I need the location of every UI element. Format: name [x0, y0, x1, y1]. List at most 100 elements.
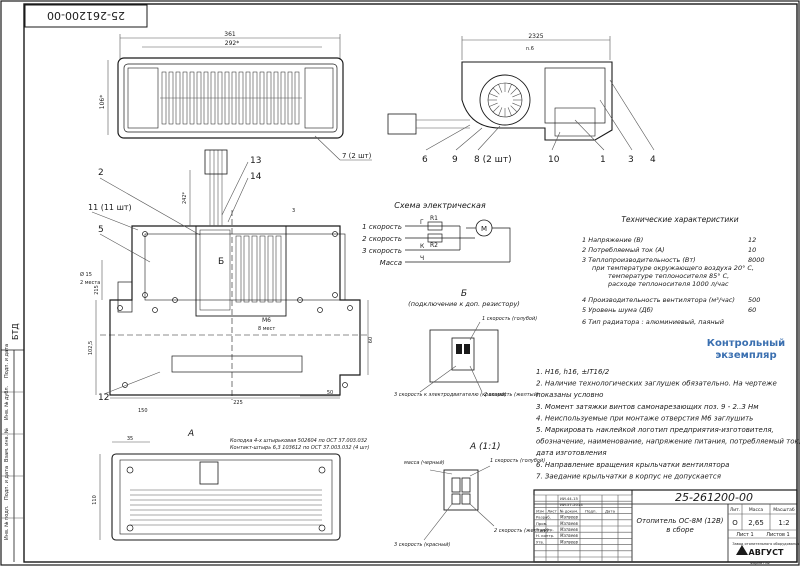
dim-150: 150 — [138, 408, 148, 414]
view-a-1to1: А (1:1) масса (черный) 1 скорость (голуб… — [394, 442, 549, 548]
dim-n6: n.6 — [526, 46, 534, 52]
side-connector — [387, 113, 417, 135]
schema-m: М — [481, 225, 487, 233]
view-b-connector — [451, 337, 475, 371]
screw-hole — [332, 231, 338, 237]
tb-role-header: Лист — [547, 508, 557, 513]
control-stamp: Контрольный экземпляр — [707, 338, 785, 361]
spec-value: 8000 — [748, 256, 765, 264]
spec-value: 10 — [748, 246, 756, 254]
screw-hole — [152, 307, 158, 313]
spec-value: 12 — [748, 236, 756, 244]
impeller-blade — [510, 87, 518, 95]
screw-hole — [117, 305, 123, 311]
fan-block — [195, 225, 287, 317]
resistor-r2 — [427, 233, 443, 243]
view-a11-title: А (1:1) — [469, 442, 501, 452]
note-line: показаны условно — [536, 391, 603, 399]
spec-label: 4 Производительность вентилятора (м³/час… — [582, 296, 735, 304]
impeller-blade — [489, 93, 498, 98]
callout-14: 14 — [250, 172, 262, 182]
left-strip-2: Подп. и дата — [4, 466, 10, 500]
dim-110: 110 — [92, 495, 98, 505]
company-logo: АВГУСТ Завод отопительного оборудования — [732, 542, 799, 557]
impeller-blade — [492, 87, 500, 95]
tb-role-header: Подп. — [585, 508, 597, 513]
side-callout: 4 — [650, 155, 656, 165]
screw-hole — [347, 305, 353, 311]
fan-fin — [235, 235, 242, 303]
dim-15: Ø 15 — [80, 271, 92, 278]
schema-k: К — [420, 243, 425, 250]
view-a11-s3: 3 скорость (красный) — [394, 542, 450, 548]
left-strip-1: Инв. № подл. — [4, 505, 10, 540]
impeller-blade — [498, 107, 503, 116]
view-a11-s1: 1 скорость (голубой) — [490, 458, 545, 464]
view-a11-connector — [443, 469, 479, 511]
view-a-label: А — [187, 429, 194, 439]
view-b-label-2: 2 скорость (желтый) — [484, 392, 539, 398]
impeller-blade — [507, 107, 512, 116]
tb-role-header: Изм — [536, 508, 544, 513]
impeller-blade — [510, 105, 518, 113]
note-line: дата изготовления — [535, 449, 607, 457]
side-callout: 9 — [452, 155, 458, 165]
left-strip-4: Инв. № дубл. — [4, 385, 10, 420]
schema-g: Г — [420, 219, 424, 226]
tb-role: Н. контр. — [536, 533, 554, 538]
view-b: Б (подключение к доп. резистору) 1 скоро… — [394, 289, 539, 398]
front-view: 225 50 102,5 215 60 242* Ø 15 2 места 15… — [80, 149, 374, 414]
screw-hole — [342, 382, 348, 388]
tech-specs: Технические характеристики 1 Напряжение … — [582, 215, 765, 326]
tb-scale: 1:2 — [778, 519, 789, 527]
impeller-blade — [492, 105, 500, 113]
tb-role-header: Дата — [605, 508, 615, 513]
dim-242: 242* — [182, 191, 188, 204]
side-callout: 1 — [600, 155, 606, 165]
fan-fin — [243, 235, 250, 303]
spec-label: 1 Напряжение (В) — [582, 236, 643, 244]
dim-50: 50 — [327, 390, 333, 396]
view-a-note-2: Контакт-штырь 6,3 103612 по ОСТ 37.003.0… — [230, 445, 369, 451]
fan-fin — [259, 235, 266, 303]
view-a11-s2: 2 скорость (желтый) — [494, 528, 549, 534]
note-line: 1. Н16, h16, ±IT16/2 — [536, 368, 610, 376]
view-a11-massa: масса (черный) — [404, 460, 445, 466]
tb-scale-h: Масштаб — [773, 507, 795, 513]
screw-hole — [142, 231, 148, 237]
note-line: обозначение, наименование, напряжение пи… — [536, 438, 800, 446]
screw-hole — [297, 297, 303, 303]
side-callout: 8 (2 шт) — [474, 155, 512, 165]
inner-frame — [23, 3, 798, 563]
dim-2-mesta: 2 места — [80, 280, 100, 286]
tb-role: Утв. — [536, 539, 544, 544]
tb-name: Матвеев — [560, 527, 579, 532]
tb-role-header: № докум. — [560, 508, 579, 513]
note-line: 4. Неиспользуемые при монтаже отверстия … — [536, 414, 753, 422]
m6-note: 8 мест — [258, 326, 275, 332]
fan-fin — [251, 235, 258, 303]
note-line: 2. Наличие технологических заглушек обяз… — [536, 380, 777, 388]
side-callout: 10 — [548, 155, 560, 165]
stamp-line-1: Контрольный — [707, 338, 785, 349]
note-line: 3. Момент затяжки винтов самонарезающих … — [536, 403, 759, 411]
schema-r1: R1 — [430, 215, 438, 222]
schema-title: Схема электрическая — [394, 201, 486, 210]
impeller-blade — [498, 84, 503, 93]
dim-1025: 102,5 — [88, 341, 94, 355]
top-code-box: 25-261200-00 — [24, 4, 148, 28]
schema-row-1: 1 скорость — [362, 223, 402, 231]
view-b-label-1: 1 скорость (голубой) — [482, 316, 537, 322]
tb-role: Разраб. — [536, 515, 551, 520]
note-line: 7. Заедание крыльчатки в корпус не допус… — [536, 472, 721, 480]
tb-name: Матвеев — [560, 539, 579, 544]
bottom-hole — [318, 466, 326, 474]
resistor-r1 — [427, 221, 443, 231]
dim-60: 60 — [368, 337, 374, 343]
tb-lit: О — [732, 519, 738, 527]
electrical-scheme: Схема электрическая R1 R2 М Г К Ч 1 скор… — [362, 201, 511, 267]
spec-value: 60 — [748, 306, 756, 314]
